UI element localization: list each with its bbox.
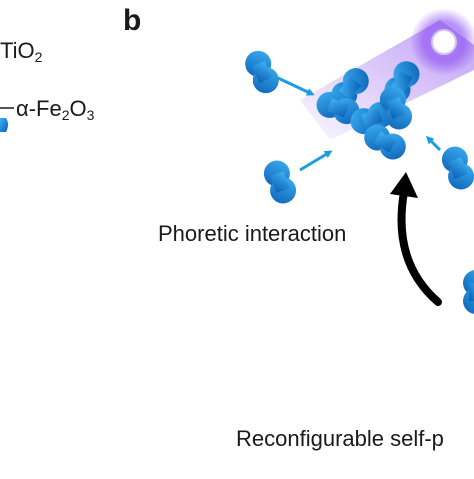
phoretic-interaction-label: Phoretic interaction	[158, 221, 347, 246]
particle-free-right	[438, 142, 474, 194]
motion-arrow-icon	[425, 135, 442, 152]
particle-edge-left	[0, 118, 8, 132]
light-source-icon[interactable]	[431, 29, 457, 55]
tio2-label: TiO2	[0, 38, 43, 65]
particle-edge-bottom-right	[463, 270, 474, 314]
particle-free-bottom-left	[260, 156, 300, 208]
motion-arrow-icon	[277, 76, 315, 96]
motion-arrow-icon	[299, 150, 333, 172]
panel-letter: b	[123, 4, 142, 37]
curved-arrow-head	[390, 172, 418, 198]
fe2o3-label: α-Fe2O3	[16, 96, 95, 123]
reconfigurable-label: Reconfigurable self-p	[236, 426, 444, 451]
curved-arrow-icon	[397, 188, 442, 306]
particle-free-top-left	[240, 46, 284, 98]
